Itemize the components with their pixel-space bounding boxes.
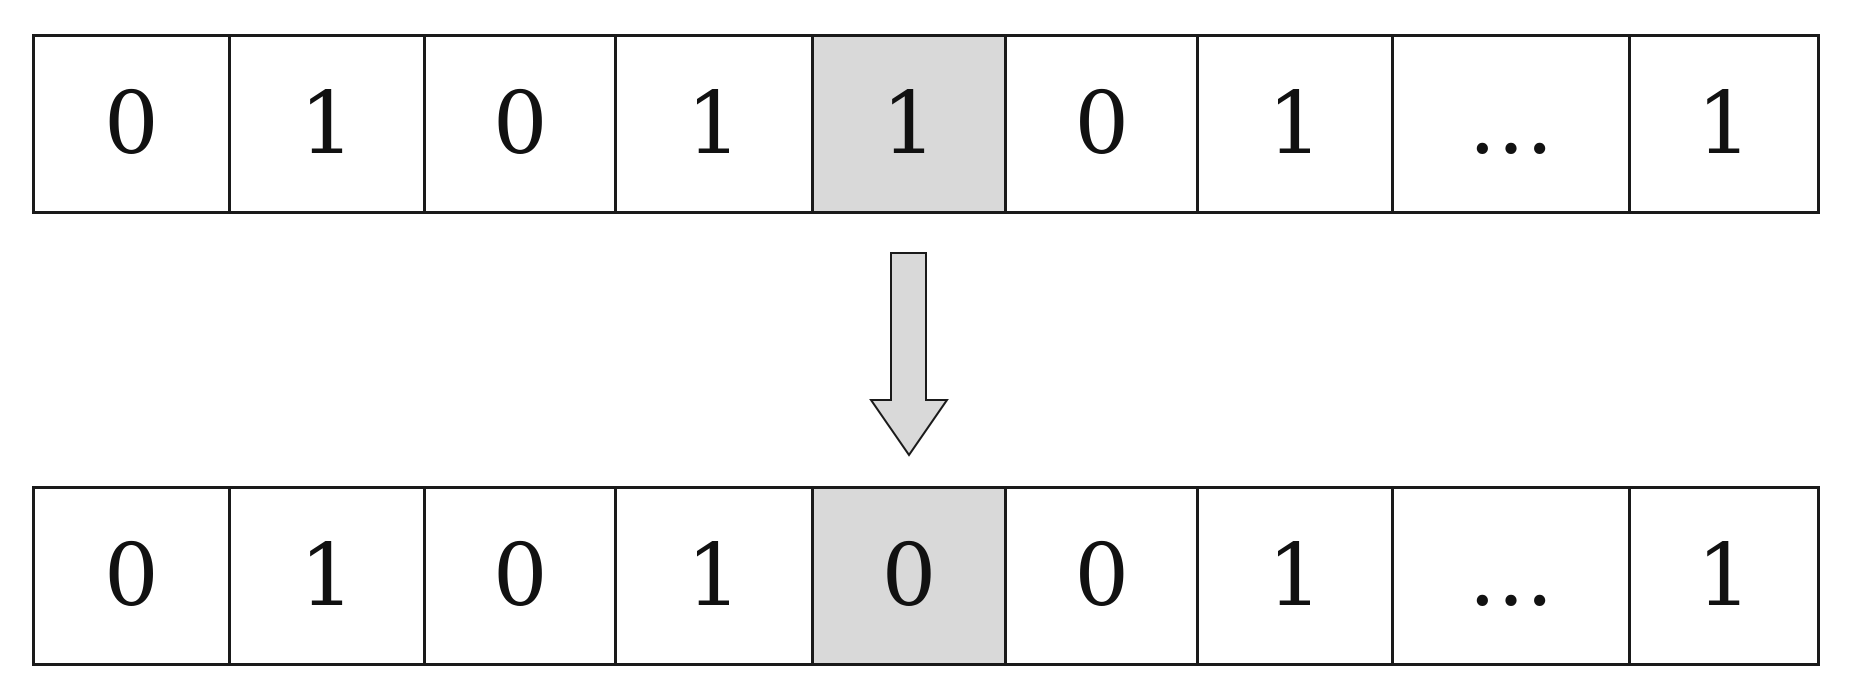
bit-cell: 0 xyxy=(426,489,618,663)
bit-array-after: 0 1 0 1 0 0 1 … 1 xyxy=(32,486,1820,666)
bit-cell: 1 xyxy=(1199,489,1394,663)
bit-cell: 1 xyxy=(617,37,814,211)
ellipsis-cell: … xyxy=(1393,489,1632,663)
bit-cell: 0 xyxy=(1007,37,1200,211)
ellipsis-text: … xyxy=(1468,74,1569,174)
bit-cell: 1 xyxy=(1631,489,1820,663)
flipped-bit-cell: 0 xyxy=(813,489,1008,663)
bit-cell: 0 xyxy=(426,37,618,211)
bit-cell: 1 xyxy=(617,489,814,663)
bit-cell: 0 xyxy=(35,489,231,663)
bit-cell: 1 xyxy=(1631,37,1820,211)
ellipsis-text: … xyxy=(1468,526,1569,626)
bit-array-before: 0 1 0 1 1 0 1 … 1 xyxy=(32,34,1820,214)
ellipsis-cell: … xyxy=(1393,37,1632,211)
down-arrow-icon xyxy=(869,252,949,457)
bit-cell: 0 xyxy=(35,37,231,211)
flipped-bit-cell: 1 xyxy=(813,37,1008,211)
bit-cell: 1 xyxy=(230,489,427,663)
bit-cell: 1 xyxy=(230,37,427,211)
bit-cell: 1 xyxy=(1199,37,1394,211)
bit-cell: 0 xyxy=(1007,489,1200,663)
